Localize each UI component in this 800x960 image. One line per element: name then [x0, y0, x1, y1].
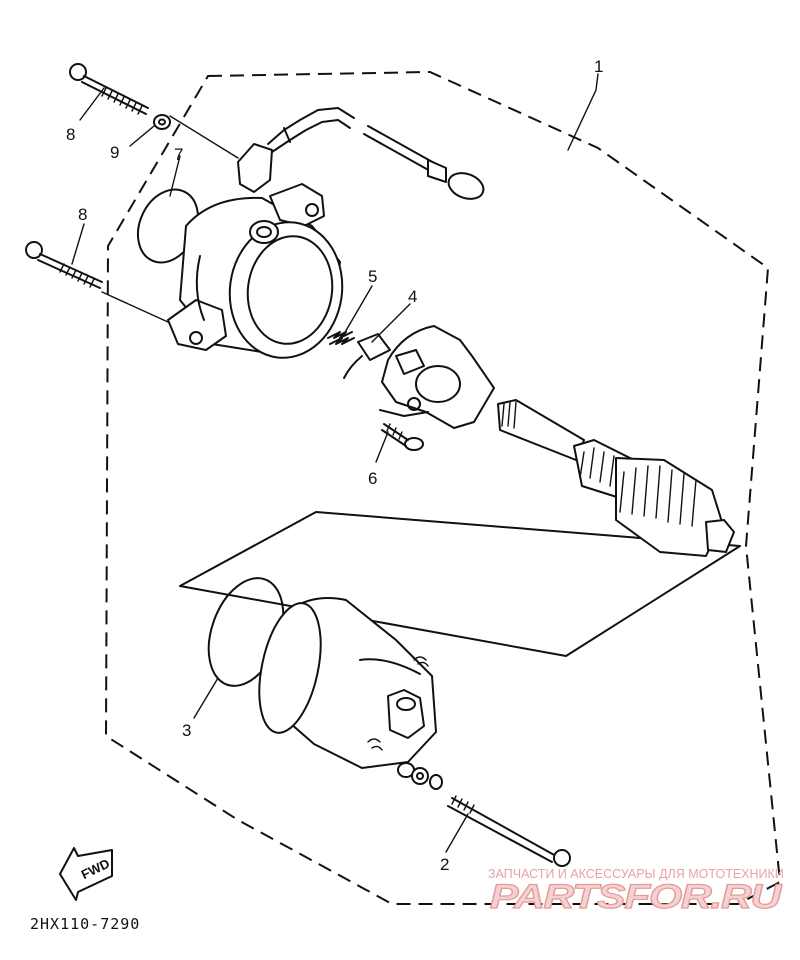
- callout-2: 2: [440, 855, 449, 874]
- yoke-stator: [258, 597, 437, 769]
- callout-5: 5: [368, 267, 377, 286]
- armature-frame-outline: [179, 511, 741, 657]
- watermark-logo: PARTSFOR.RU: [490, 878, 783, 916]
- callout-3: 3: [182, 721, 191, 740]
- watermark-tagline: ЗАПЧАСТИ И АКСЕССУАРЫ ДЛЯ МОТОТЕХНИКИ: [488, 867, 784, 881]
- leader-lines: [71, 73, 599, 853]
- callout-1: 1: [594, 57, 603, 76]
- armature: [497, 399, 735, 557]
- callout-7: 7: [174, 145, 183, 164]
- front-cover-housing: [167, 183, 344, 359]
- through-bolt: [447, 795, 571, 867]
- brush-holder-plate: [379, 325, 495, 429]
- washer: [153, 114, 171, 130]
- assembly-boundary-outline: [104, 70, 782, 905]
- bolt-upper: [69, 63, 149, 115]
- watermark: ЗАПЧАСТИ И АКСЕССУАРЫ ДЛЯ МОТОТЕХНИКИ PA…: [488, 867, 785, 917]
- brush-spring: [327, 331, 355, 345]
- end-washers: [397, 762, 443, 790]
- callout-numbers: 1 2 3 4 5 6 7 8 8 9: [66, 57, 603, 874]
- brush-holder-screw: [381, 423, 424, 451]
- terminal-boot: [237, 107, 355, 193]
- callout-8-upper: 8: [66, 125, 75, 144]
- callout-9: 9: [110, 143, 119, 162]
- carbon-brush: [343, 333, 391, 379]
- callout-8-lower: 8: [78, 205, 87, 224]
- drawing-code: 2HX110-7290: [30, 915, 140, 933]
- callout-4: 4: [408, 287, 417, 306]
- bolt-lower: [25, 241, 103, 289]
- lead-wire: [363, 125, 485, 200]
- callout-6: 6: [368, 469, 377, 488]
- fwd-arrow-badge: FWD: [59, 847, 113, 901]
